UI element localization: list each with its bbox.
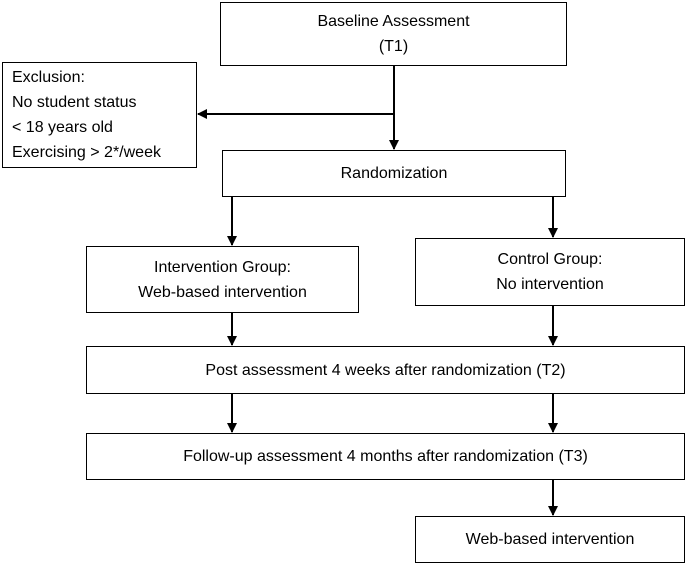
exclusion-item: Exercising > 2*/week bbox=[12, 144, 161, 161]
control-group-title: Control Group: bbox=[497, 251, 603, 268]
final-intervention-label: Web-based intervention bbox=[465, 531, 635, 548]
intervention-group-box: Intervention Group: Web-based interventi… bbox=[86, 246, 359, 313]
post-assessment-label: Post assessment 4 weeks after randomizat… bbox=[205, 361, 566, 379]
exclusion-item: No student status bbox=[12, 94, 137, 111]
follow-up-assessment-box: Follow-up assessment 4 months after rand… bbox=[86, 433, 685, 480]
follow-up-assessment-label: Follow-up assessment 4 months after rand… bbox=[183, 448, 588, 465]
baseline-timepoint: (T1) bbox=[378, 38, 409, 55]
exclusion-title: Exclusion: bbox=[12, 69, 85, 86]
control-group-description: No intervention bbox=[496, 276, 604, 293]
intervention-group-description: Web-based intervention bbox=[138, 283, 307, 301]
exclusion-item: < 18 years old bbox=[12, 119, 113, 136]
exclusion-box: Exclusion: No student status < 18 years … bbox=[2, 62, 197, 168]
control-group-box: Control Group: No intervention bbox=[415, 238, 685, 306]
baseline-title: Baseline Assessment bbox=[317, 13, 470, 30]
post-assessment-box: Post assessment 4 weeks after randomizat… bbox=[86, 346, 685, 394]
randomization-label: Randomization bbox=[340, 165, 448, 182]
baseline-assessment-box: Baseline Assessment (T1) bbox=[220, 2, 567, 66]
randomization-box: Randomization bbox=[222, 150, 566, 197]
final-intervention-box: Web-based intervention bbox=[415, 516, 685, 563]
intervention-group-title: Intervention Group: bbox=[154, 258, 291, 276]
